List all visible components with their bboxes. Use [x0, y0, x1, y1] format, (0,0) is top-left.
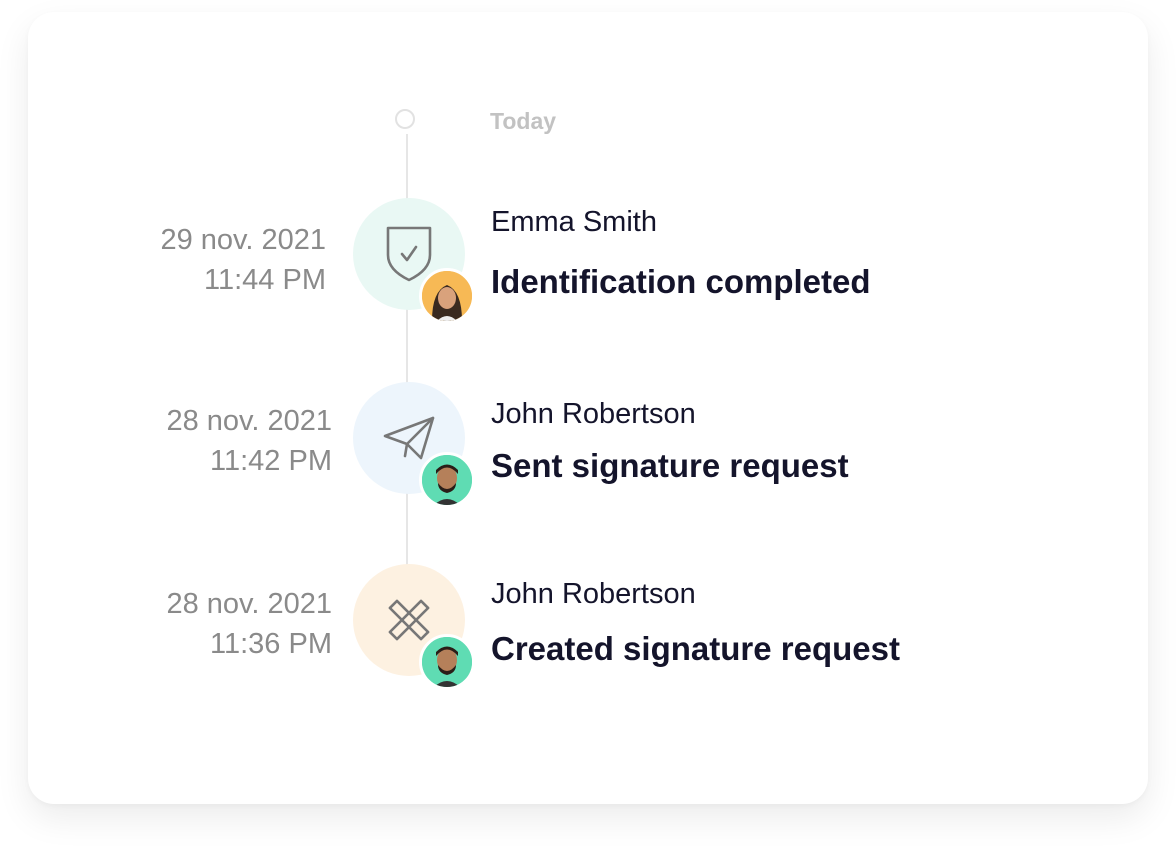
- avatar: [419, 634, 475, 690]
- event-user-name: Emma Smith: [491, 206, 657, 238]
- event-datetime: 28 nov. 2021 11:42 PM: [166, 401, 332, 481]
- event-time: 11:42 PM: [210, 445, 332, 477]
- avatar: [419, 452, 475, 508]
- today-marker: [395, 109, 415, 129]
- avatar: [419, 268, 475, 324]
- event-action: Sent signature request: [491, 447, 849, 484]
- event-user-name: John Robertson: [491, 578, 696, 610]
- timeline-line: [406, 134, 408, 604]
- event-date: 28 nov. 2021: [166, 405, 332, 437]
- event-time: 11:36 PM: [210, 628, 332, 660]
- pencil-ruler-icon: [388, 599, 430, 641]
- event-user-name: John Robertson: [491, 398, 696, 430]
- activity-card: [28, 12, 1148, 804]
- paper-plane-icon: [383, 416, 435, 460]
- event-action: Created signature request: [491, 630, 900, 667]
- shield-check-icon: [386, 226, 432, 282]
- event-datetime: 29 nov. 2021 11:44 PM: [160, 220, 326, 300]
- event-datetime: 28 nov. 2021 11:36 PM: [166, 584, 332, 664]
- event-date: 29 nov. 2021: [160, 224, 326, 256]
- today-label: Today: [490, 108, 557, 134]
- event-time: 11:44 PM: [204, 264, 326, 296]
- event-date: 28 nov. 2021: [166, 588, 332, 620]
- event-action: Identification completed: [491, 263, 871, 300]
